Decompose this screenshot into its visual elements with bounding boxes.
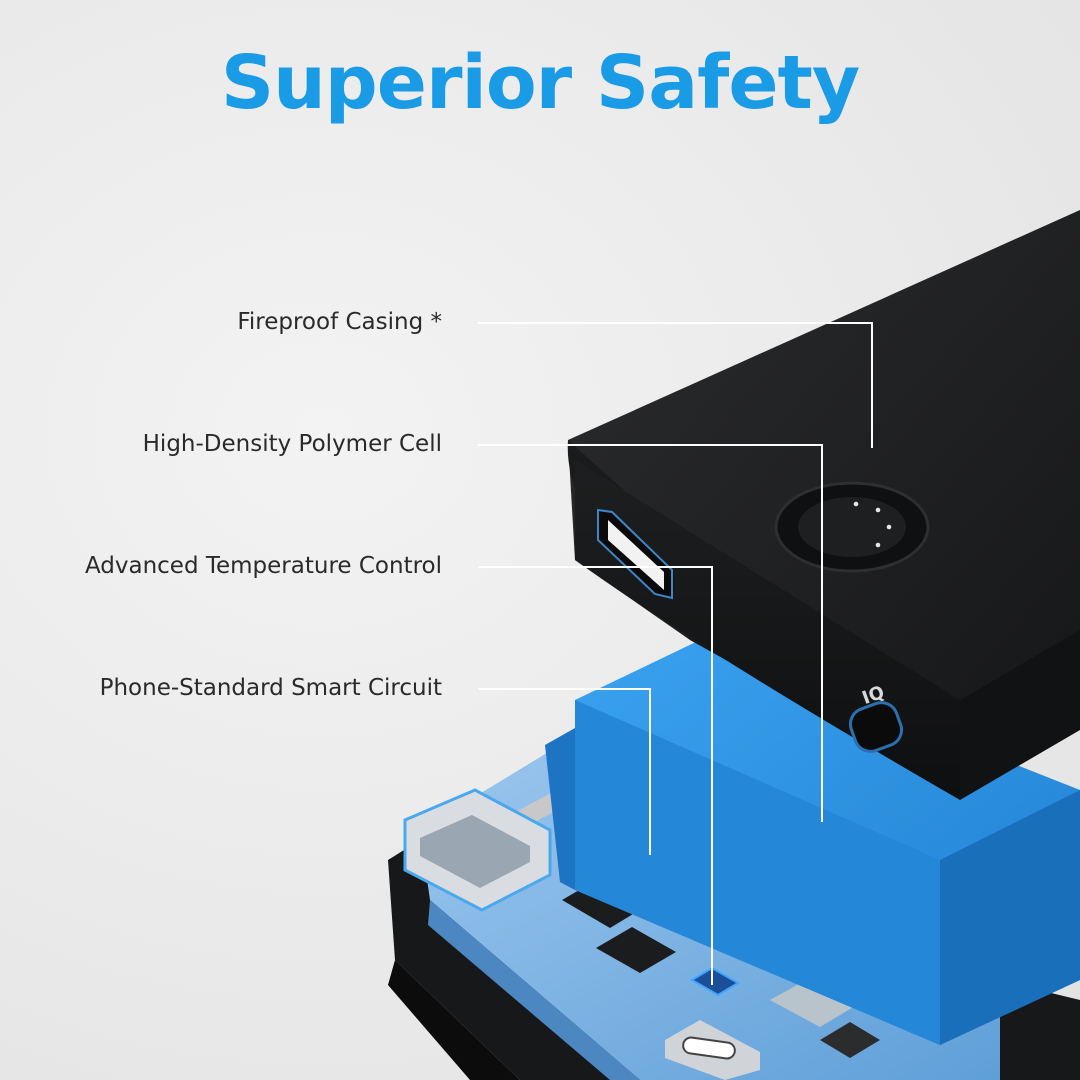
- temperature-sensor-icon: [690, 966, 740, 997]
- usb-c-port-icon: [848, 701, 904, 753]
- callout-temperature-control: Advanced Temperature Control: [84, 553, 442, 579]
- chip-icon: [596, 927, 676, 973]
- fireproof-casing: IQ: [567, 210, 1080, 800]
- battery-indicator-leds-icon: [853, 501, 892, 548]
- callout-fireproof-casing: Fireproof Casing *: [237, 309, 442, 335]
- headline: Superior Safety: [220, 40, 860, 126]
- callout-smart-circuit: Phone-Standard Smart Circuit: [99, 675, 442, 701]
- callout-polymer-cell: High-Density Polymer Cell: [142, 431, 442, 457]
- callout-leader-lines: [478, 322, 873, 985]
